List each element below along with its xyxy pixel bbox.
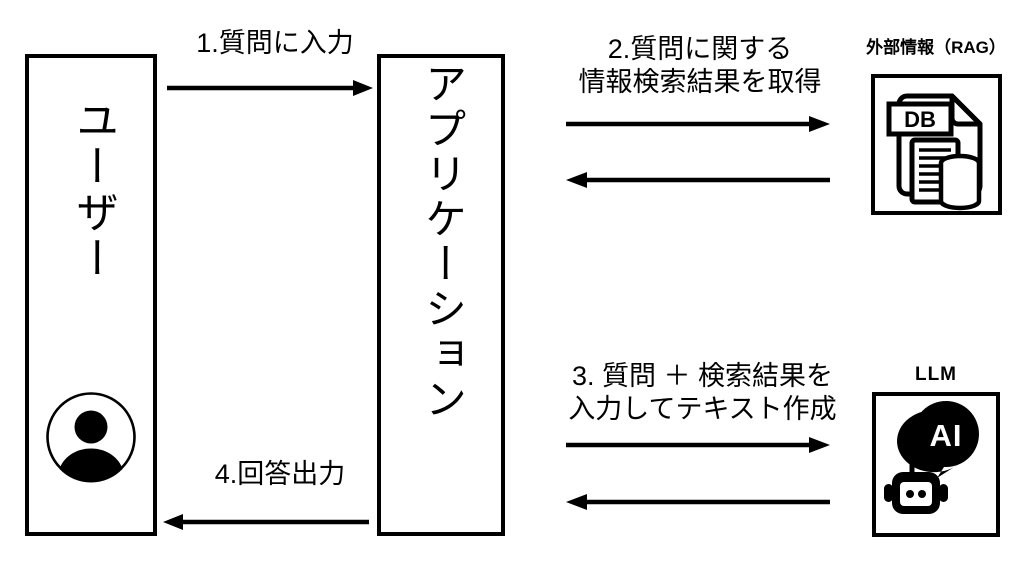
step-4-label: 4.回答出力 (214, 459, 346, 489)
ai-robot-icon-ai-text: AI (930, 418, 963, 453)
step-1-label: 1.質問に入力 (196, 28, 354, 58)
step-2-label: 2.質問に関する 情報検索結果を取得 (578, 34, 822, 97)
node-application-label: アプリケーション (419, 62, 467, 422)
node-user-label: ユーザー (69, 98, 118, 282)
step-4-arrow-left-icon (161, 512, 371, 532)
database-document-icon[interactable]: DB (871, 74, 1002, 215)
step-2-arrow-left-icon (564, 170, 832, 190)
step-3-arrow-right-icon (564, 435, 832, 455)
step-1-arrow-right-icon (165, 78, 375, 98)
person-avatar-icon (45, 391, 137, 483)
database-icon-db-text: DB (904, 107, 936, 132)
step-3-label: 3. 質問 ＋ 検索結果を 入力してテキスト作成 (568, 361, 837, 424)
node-rag-caption: 外部情報（RAG） (866, 38, 1006, 57)
ai-robot-icon[interactable]: AI (872, 392, 1000, 537)
node-application-box[interactable] (377, 54, 505, 536)
step-3-arrow-left-icon (564, 492, 832, 512)
step-2-arrow-right-icon (564, 114, 832, 134)
node-llm-caption: LLM (914, 364, 958, 385)
